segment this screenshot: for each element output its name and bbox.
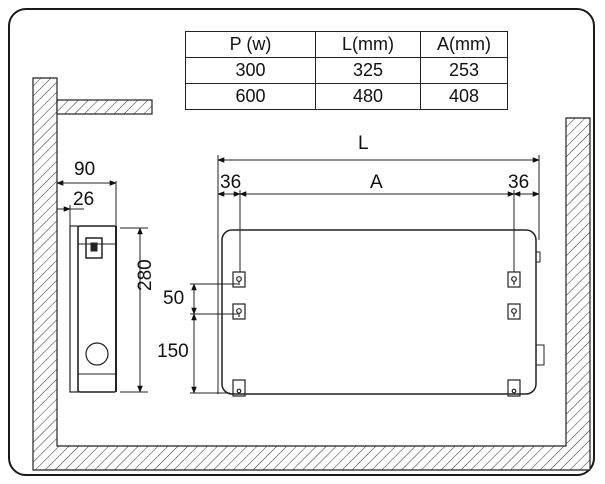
dim-label-edge-right: 36 <box>508 172 530 193</box>
power-dimension-table: P (w) L(mm) A(mm) 300 325 253 600 480 40… <box>185 31 508 110</box>
table-row: 600 480 408 <box>185 83 508 110</box>
dim-label-hole-spacing: A <box>370 172 383 193</box>
side-bracket <box>69 225 79 393</box>
table-header-row: P (w) L(mm) A(mm) <box>185 31 508 58</box>
table-header: P (w) <box>185 31 316 58</box>
table-cell: 300 <box>185 57 316 84</box>
table-header: L(mm) <box>315 31 421 58</box>
dim-label-depth-total: 90 <box>74 159 96 180</box>
dim-label-upper-pitch: 50 <box>163 288 185 309</box>
front-view <box>221 229 545 397</box>
table-row: 300 325 253 <box>185 57 508 84</box>
thermostat-knob-icon <box>85 342 109 366</box>
table-cell: 325 <box>315 57 421 84</box>
dim-label-length: L <box>358 133 369 154</box>
table-cell: 408 <box>420 83 508 110</box>
ceiling-shelf <box>56 99 153 115</box>
table-cell: 480 <box>315 83 421 110</box>
dim-label-edge-left: 36 <box>220 172 242 193</box>
table-header: A(mm) <box>420 31 508 58</box>
drawing-frame <box>8 8 595 476</box>
keyhole-bracket-icon <box>232 271 521 397</box>
side-view <box>69 225 117 393</box>
table-cell: 600 <box>185 83 316 110</box>
table-cell: 253 <box>420 57 508 84</box>
dim-label-height: 280 <box>135 259 156 291</box>
switch-icon <box>85 237 103 259</box>
dim-label-lower-pitch: 150 <box>157 341 189 362</box>
heater-front-body <box>221 229 537 395</box>
dim-label-depth-gap: 26 <box>73 189 95 210</box>
dimension-lines <box>56 155 540 394</box>
